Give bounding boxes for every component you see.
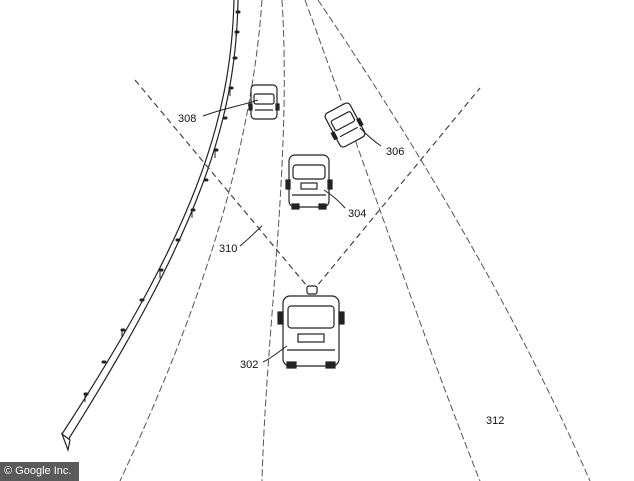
leader-308 <box>202 99 259 117</box>
leader-310 <box>239 225 263 247</box>
label-310: 310 <box>219 243 237 255</box>
leader-302 <box>262 345 288 363</box>
label-308: 308 <box>178 113 196 125</box>
lane-line-center-right <box>304 0 481 481</box>
vehicle-306 <box>324 102 366 148</box>
label-312: 312 <box>486 415 504 427</box>
image-credit: © Google Inc. <box>0 462 80 481</box>
leader-lines <box>202 99 382 363</box>
lane-line-right <box>317 0 591 481</box>
label-304: 304 <box>348 208 366 220</box>
leader-304 <box>323 189 346 209</box>
leader-306 <box>359 127 382 147</box>
lane-line-center-left <box>261 0 285 481</box>
lane-lines <box>119 0 591 481</box>
guardrail <box>60 0 241 453</box>
lane-line-left <box>119 0 263 481</box>
field-of-view <box>134 79 481 293</box>
vehicle-304 <box>285 154 333 210</box>
label-302: 302 <box>240 359 258 371</box>
vehicle-302 <box>277 285 345 369</box>
label-306: 306 <box>386 146 404 158</box>
vehicle-308 <box>248 84 280 120</box>
